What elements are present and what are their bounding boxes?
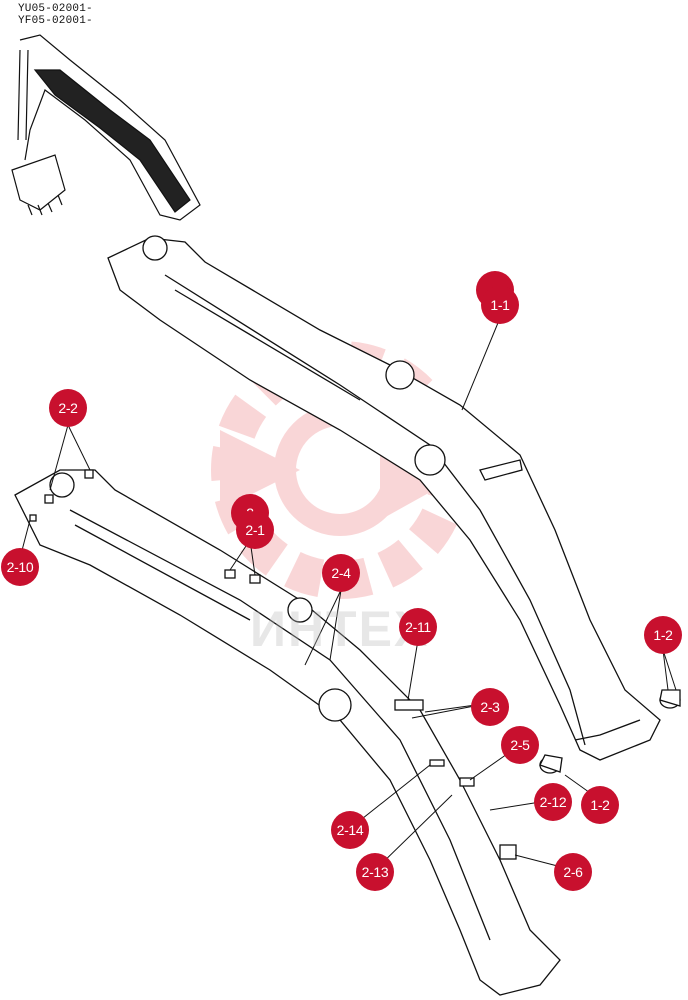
callout-2-5[interactable]: 2-5	[501, 726, 539, 764]
callout-2-3[interactable]: 2-3	[471, 688, 509, 726]
serial-number-2: YF05-02001-	[18, 15, 93, 27]
callout-2-12[interactable]: 2-12	[534, 783, 572, 821]
excavator-thumbnail	[11, 34, 201, 221]
callout-2-10[interactable]: 2-10	[1, 548, 39, 586]
callout-2-11[interactable]: 2-11	[399, 608, 437, 646]
boom-assembly-upper	[107, 235, 661, 761]
callout-2-6[interactable]: 2-6	[554, 853, 592, 891]
callout-2-2[interactable]: 2-2	[49, 389, 87, 427]
boom-assembly-lower	[14, 469, 561, 996]
callout-1-2-lower[interactable]: 1-2	[581, 786, 619, 824]
serial-number-1: YU05-02001-	[18, 3, 93, 15]
pin-icon	[539, 689, 681, 774]
watermark-text: ИНТЕХ	[250, 601, 430, 657]
callout-2-14[interactable]: 2-14	[331, 811, 369, 849]
callout-2-4[interactable]: 2-4	[322, 554, 360, 592]
callout-1-1[interactable]: 1-1	[481, 286, 519, 324]
callout-2-13[interactable]: 2-13	[356, 853, 394, 891]
callout-2-1[interactable]: 2-1	[236, 511, 274, 549]
callout-1-2-upper[interactable]: 1-2	[644, 616, 682, 654]
